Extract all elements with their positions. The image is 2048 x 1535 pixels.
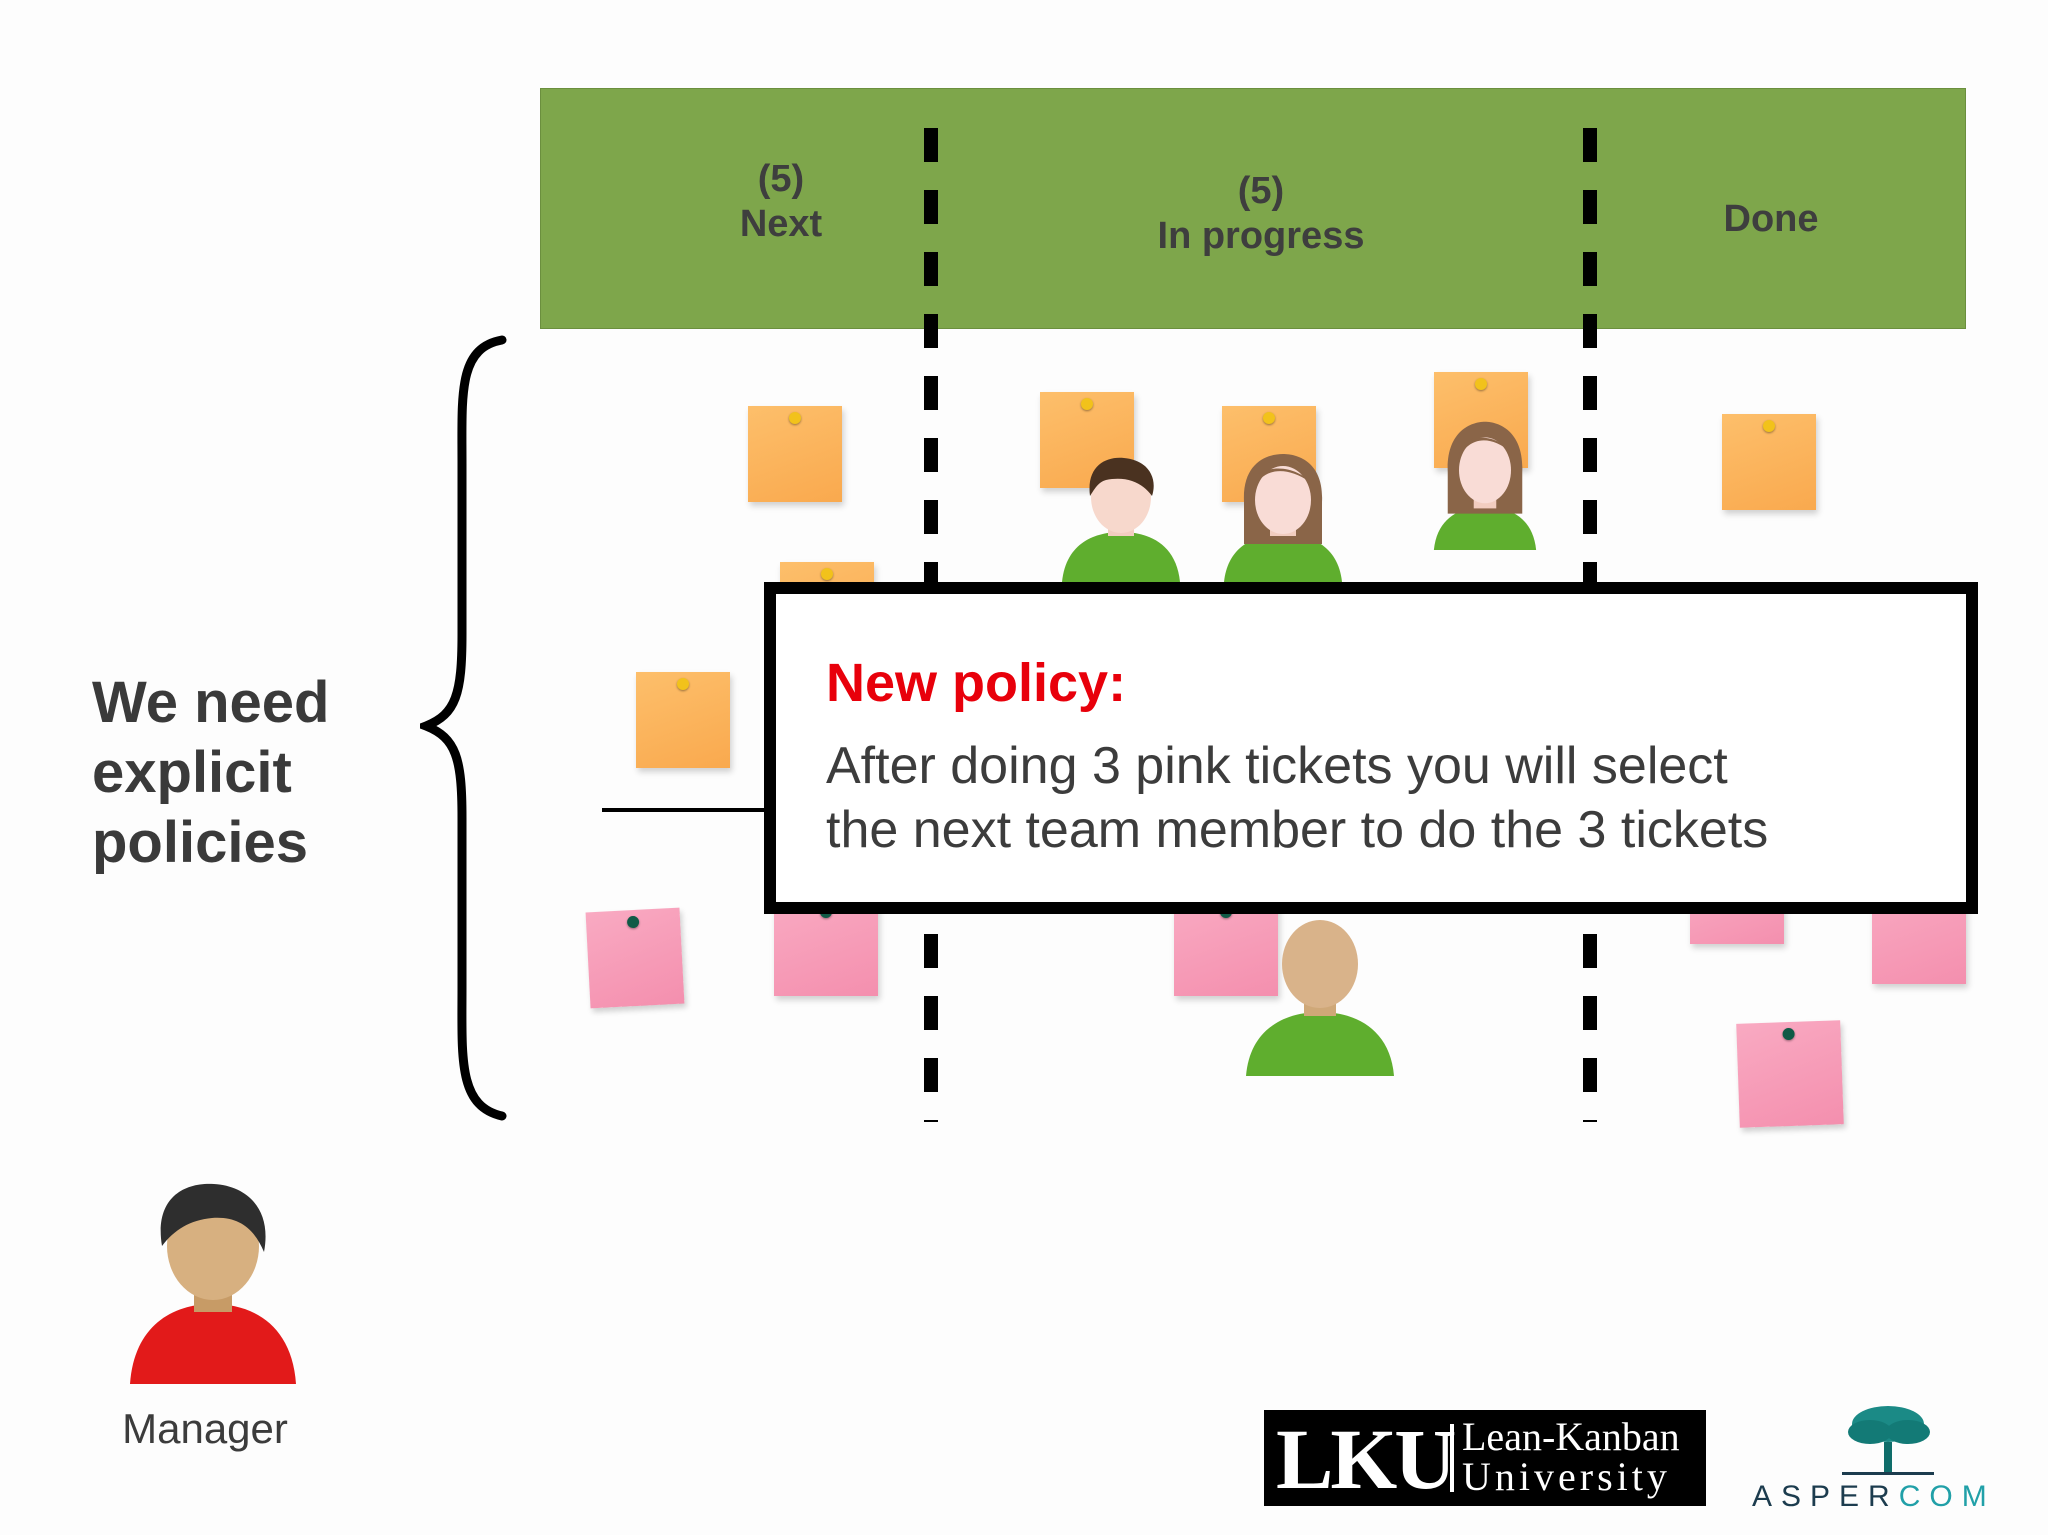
curly-brace-icon xyxy=(420,335,507,1121)
ticket-pink xyxy=(1736,1020,1844,1128)
team-member-male-icon xyxy=(1246,920,1394,1076)
pin-icon xyxy=(1763,420,1775,432)
ticket-orange xyxy=(636,672,730,768)
policy-title: New policy: xyxy=(826,653,1127,713)
board-header: (5) Next (5) In progress Done xyxy=(540,88,1966,329)
lean-kanban-university-logo: LKU Lean-Kanban University xyxy=(1264,1410,1706,1506)
pin-icon xyxy=(1782,1027,1795,1041)
pin-icon xyxy=(1081,398,1093,410)
ticket-pink xyxy=(585,907,685,1009)
aspercom-tree-icon xyxy=(1842,1406,1934,1475)
wip-limit-label: (5) xyxy=(757,158,805,200)
team-member-female-icon xyxy=(1433,421,1537,550)
manager-label: Manager xyxy=(122,1405,288,1452)
lku-divider xyxy=(1450,1424,1454,1492)
team-member-female-icon xyxy=(1224,454,1342,582)
ticket-orange xyxy=(748,406,842,502)
lku-name-line2: University xyxy=(1462,1454,1671,1499)
column-header-in-progress: (5) In progress xyxy=(1081,169,1441,259)
ticket-pink xyxy=(774,900,878,996)
policy-callout: New policy: After doing 3 pink tickets y… xyxy=(764,582,1978,914)
column-header-next: (5) Next xyxy=(681,157,881,247)
lku-name-line1: Lean-Kanban xyxy=(1462,1414,1680,1459)
pin-icon xyxy=(626,915,640,929)
pin-icon xyxy=(677,678,689,690)
manager-icon xyxy=(130,1183,296,1384)
column-name-label: Next xyxy=(739,203,823,245)
team-member-male-icon xyxy=(1062,457,1180,582)
pin-icon xyxy=(1263,412,1275,424)
pin-icon xyxy=(789,412,801,424)
policy-body: After doing 3 pink tickets you will sele… xyxy=(826,737,1769,859)
column-header-done: Done xyxy=(1641,197,1901,242)
pin-icon xyxy=(821,568,833,580)
ticket-orange xyxy=(1722,414,1816,510)
aspercom-wordmark: ASPERCOM xyxy=(1752,1480,1996,1513)
ticket-pink xyxy=(1174,900,1278,996)
swimlane-divider xyxy=(602,808,772,812)
pin-icon xyxy=(1475,378,1487,390)
column-name-label: In progress xyxy=(1157,215,1365,257)
column-name-label: Done xyxy=(1723,198,1819,240)
wip-limit-label: (5) xyxy=(1237,170,1285,212)
explicit-policies-heading: We need explicit policies xyxy=(92,670,330,875)
lku-letters: LKU xyxy=(1276,1411,1456,1507)
